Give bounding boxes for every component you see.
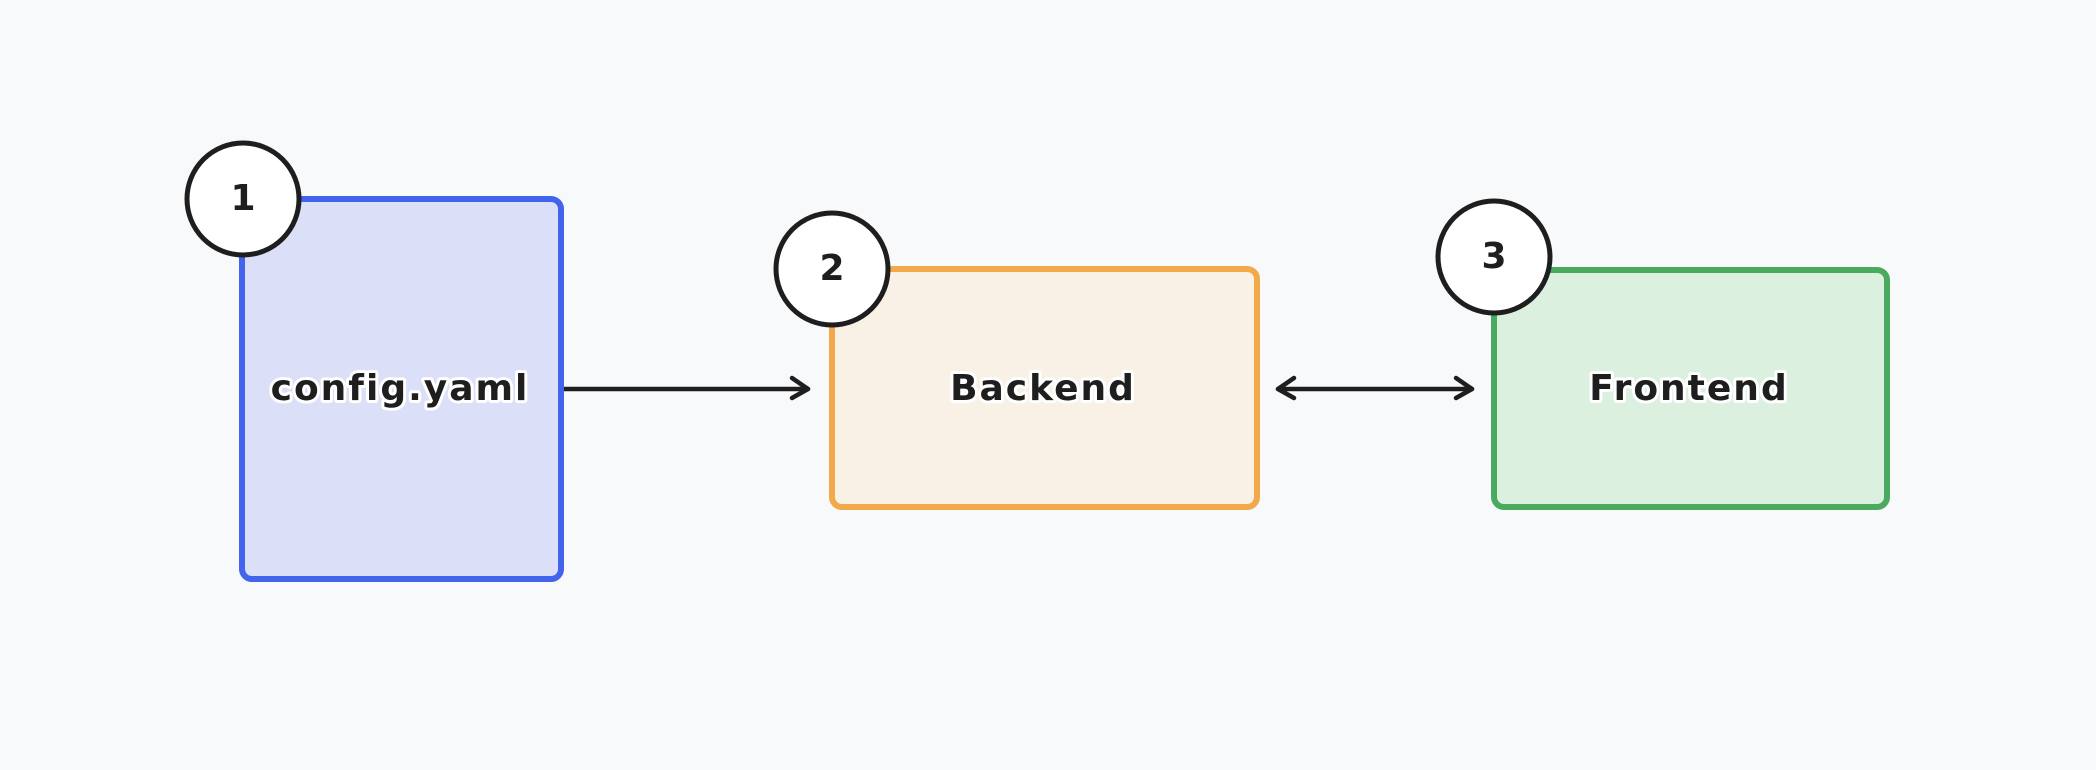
node-backend-label: Backend bbox=[950, 368, 1136, 409]
node-frontend[interactable]: Frontend 3 bbox=[1435, 198, 1890, 510]
svg-text:2: 2 bbox=[819, 248, 844, 289]
step-badge-1: 1 bbox=[184, 140, 302, 258]
edge-backend-frontend bbox=[1275, 375, 1475, 401]
node-config-yaml-label: config.yaml bbox=[271, 368, 530, 409]
step-badge-2: 2 bbox=[773, 210, 891, 328]
node-frontend-label: Frontend bbox=[1589, 368, 1788, 409]
node-config-yaml-box bbox=[242, 199, 561, 579]
svg-text:1: 1 bbox=[230, 178, 255, 219]
node-frontend-border bbox=[1491, 267, 1890, 510]
svg-text:3: 3 bbox=[1481, 236, 1506, 277]
node-config-yaml-border bbox=[239, 196, 564, 582]
step-badge-3: 3 bbox=[1435, 198, 1553, 316]
node-config-yaml[interactable]: config.yaml 1 bbox=[184, 140, 564, 582]
node-backend-border bbox=[829, 266, 1260, 510]
node-backend-box bbox=[832, 269, 1257, 507]
node-frontend-box bbox=[1494, 270, 1887, 507]
edge-config-to-backend bbox=[555, 375, 811, 401]
node-backend[interactable]: Backend 2 bbox=[773, 210, 1260, 510]
